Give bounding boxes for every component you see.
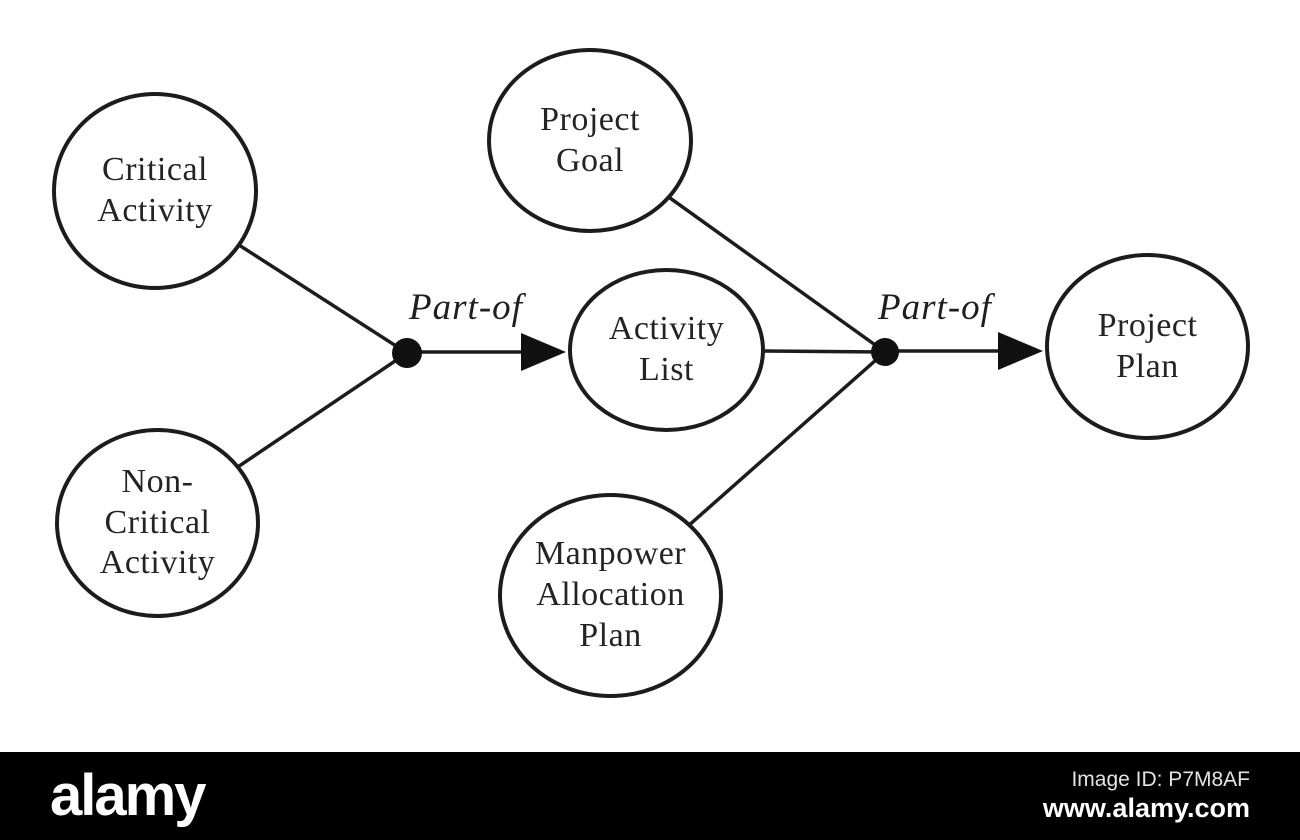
concept-diagram: Critical Activity Non- Critical Activity… <box>52 48 1250 698</box>
arrowhead-project-plan <box>998 332 1043 370</box>
junction-dot-2 <box>871 338 899 366</box>
node-label: Activity List <box>608 310 725 388</box>
image-id-text: Image ID: P7M8AF <box>1071 768 1250 792</box>
node-label: Manpower Allocation Plan <box>534 535 687 654</box>
node-non-critical-activity: Non- Critical Activity <box>55 428 260 618</box>
relation-label-part-of-2: Part-of <box>878 287 992 328</box>
relation-label-part-of-1: Part-of <box>409 287 523 328</box>
watermark-bar: alamy Image ID: P7M8AF www.alamy.com <box>0 752 1300 840</box>
node-manpower-allocation-plan: Manpower Allocation Plan <box>498 493 723 698</box>
node-critical-activity: Critical Activity <box>52 92 258 290</box>
node-label: Project Goal <box>540 100 640 179</box>
alamy-url-text: www.alamy.com <box>1042 792 1250 823</box>
node-label: Project Plan <box>1097 306 1198 385</box>
node-project-goal: Project Goal <box>487 48 693 233</box>
node-project-plan: Project Plan <box>1045 253 1250 440</box>
watermark-info: Image ID: P7M8AF www.alamy.com <box>1043 768 1250 823</box>
alamy-logo: alamy <box>50 763 206 828</box>
edge-activity-list-to-junction2 <box>762 349 887 354</box>
node-label: Non- Critical Activity <box>99 462 216 582</box>
node-label: Critical Activity <box>97 151 213 229</box>
junction-dot-1 <box>392 338 422 368</box>
node-activity-list: Activity List <box>568 268 765 432</box>
arrowhead-activity-list <box>521 333 566 371</box>
